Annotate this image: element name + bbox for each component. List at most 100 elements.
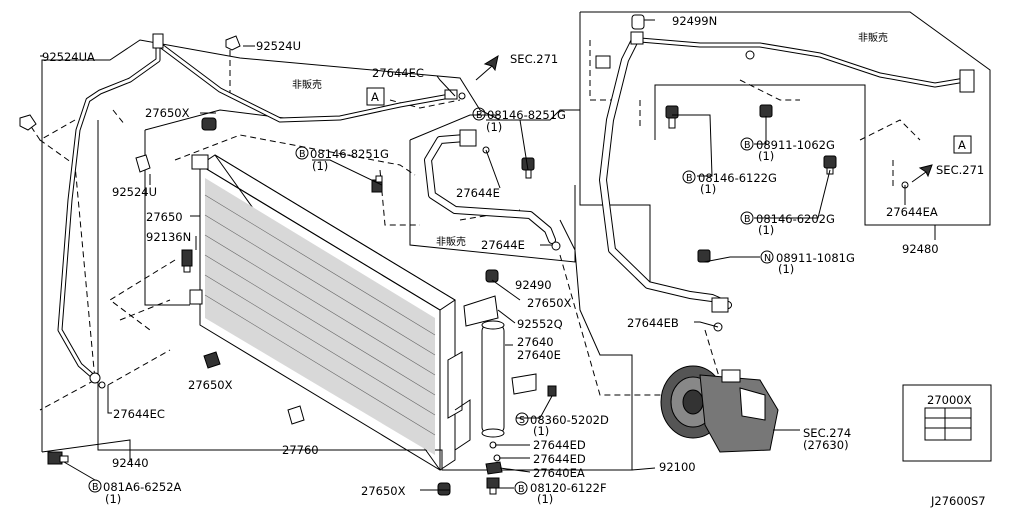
mount-27650X-d: [437, 482, 451, 496]
label-08146-6122G-qty: (1): [700, 182, 716, 196]
o-ring-27644EC: [458, 92, 466, 100]
label-27644E-a: 27644E: [456, 186, 500, 200]
label-27640: 27640: [517, 335, 554, 349]
label-08146-6202G-qty: (1): [758, 223, 774, 237]
arrow-sec271-b: [911, 164, 933, 183]
nut-marker-08911-1081G: [760, 250, 774, 264]
pipe-92490-flange: [459, 129, 477, 147]
label-081A6-6252A: 081A6-6252A: [103, 480, 182, 494]
label-sec274-sub: (27630): [803, 438, 849, 452]
label-081A6-6252A-qty: (1): [105, 492, 121, 506]
pipe-92480: [599, 36, 968, 309]
label-92552Q: 92552Q: [517, 317, 563, 331]
nut-letter-N: N: [764, 253, 771, 264]
bolt-letter-B-3: B: [92, 482, 99, 493]
pipe-92480-top-fitting: [630, 31, 644, 45]
label-27644EC-top: 27644EC: [372, 66, 424, 80]
label-27644EB: 27644EB: [627, 316, 679, 330]
mount-27650X-a: [201, 117, 217, 131]
screw-marker-08360: [515, 412, 529, 426]
bolt-letter-B-1: B: [476, 110, 483, 121]
label-leaders: [40, 19, 936, 491]
bolt-letter-B-5: B: [744, 140, 751, 151]
pipe-92480-service-port: [745, 50, 755, 60]
mount-27650X-b: [203, 351, 221, 369]
bolt-08146-6122G: [665, 105, 679, 129]
bolt-marker-08911-1062G: [740, 137, 754, 151]
diagram-id: J27600S7: [930, 494, 986, 508]
bolt-marker-08146-6202G: [740, 211, 754, 225]
label-92524U-mid: 92524U: [112, 185, 157, 199]
mount-27650X-c: [485, 269, 499, 283]
nut-08911-1081G: [697, 249, 711, 263]
bolt-081A6: [47, 451, 69, 465]
group-outline-92440: [41, 39, 580, 452]
label-not-for-sale-c: 非販売: [858, 31, 888, 44]
label-27644EC-bot: 27644EC: [113, 407, 165, 421]
label-sec271-b: SEC.271: [936, 163, 984, 177]
label-sec271-a: SEC.271: [510, 52, 558, 66]
label-08146-8251G-a-qty: (1): [312, 159, 328, 173]
label-92100: 92100: [659, 460, 696, 474]
label-27650X-a: 27650X: [145, 106, 190, 120]
bolt-08911-1062G: [759, 104, 773, 118]
screw-08360-5202D: [547, 385, 557, 397]
pipe-92440: [57, 39, 161, 381]
compressor-27630: [660, 365, 779, 453]
label-27640EA: 27640EA: [533, 466, 585, 480]
clip-92480-top: [595, 55, 611, 69]
sensor-92136N: [181, 249, 193, 273]
label-27000X: 27000X: [927, 393, 972, 407]
label-08146-8251G-a: 08146-8251G: [310, 147, 389, 161]
label-box-27000X: [902, 384, 992, 462]
bolt-08120-6122F: [486, 477, 500, 495]
label-sec274: SEC.274: [803, 426, 851, 440]
label-27650: 27650: [146, 210, 183, 224]
label-not-for-sale-b: 非販売: [436, 235, 466, 248]
bolt-letter-B-2: B: [299, 149, 306, 160]
bolt-08146-8251G-a: [371, 175, 383, 193]
label-27644E-b: 27644E: [481, 238, 525, 252]
bracket-27640E: [511, 373, 537, 395]
label-27650X-b: 27650X: [188, 378, 233, 392]
label-92524U-top: 92524U: [256, 39, 301, 53]
pipe-cap-fitting: [152, 33, 164, 49]
label-92480: 92480: [902, 242, 939, 256]
label-92499N: 92499N: [672, 14, 717, 28]
label-08120-6122F-qty: (1): [537, 492, 553, 506]
bolt-letter-B-7: B: [744, 214, 751, 225]
label-08911-1081G: 08911-1081G: [776, 251, 855, 265]
label-08360-5202D: 08360-5202D: [530, 413, 609, 427]
label-not-for-sale-a: 非販売: [292, 78, 322, 91]
bolt-marker-08120: [514, 481, 528, 495]
label-27650X-c: 27650X: [527, 296, 572, 310]
screw-letter-S: S: [519, 415, 525, 426]
ref-box-A-left: [366, 87, 385, 106]
clip-92524UA: [19, 114, 37, 131]
label-92490: 92490: [515, 278, 552, 292]
pipe-92480-flange: [959, 69, 975, 93]
label-92440: 92440: [112, 456, 149, 470]
label-08146-8251G-b: 08146-8251G: [487, 108, 566, 122]
receiver-drier-27640: [481, 320, 505, 438]
label-92136N: 92136N: [146, 230, 191, 244]
bolt-letter-B-6: B: [686, 173, 693, 184]
bolt-marker-08146-6122G: [682, 170, 696, 184]
pipe-joint-lower: [89, 372, 101, 384]
arrow-sec271-a: [475, 54, 499, 81]
condenser-27650: [189, 154, 471, 471]
pipe-upper-line: [157, 42, 453, 123]
bolt-marker-08146-8251G-b: [472, 107, 486, 121]
label-08120-6122F: 08120-6122F: [530, 481, 607, 495]
label-27644ED-b: 27644ED: [533, 452, 586, 466]
label-27644ED-a: 27644ED: [533, 438, 586, 452]
label-92524UA: 92524UA: [42, 50, 95, 64]
ref-letter-A-left: A: [371, 90, 379, 104]
label-08911-1081G-qty: (1): [778, 262, 794, 276]
label-27644EA: 27644EA: [886, 205, 938, 219]
pipe-end-fitting: [444, 89, 458, 100]
label-08911-1062G-qty: (1): [758, 149, 774, 163]
pipe-92480-comp-flange: [711, 297, 729, 313]
bolt-letter-B-4: B: [518, 484, 525, 495]
